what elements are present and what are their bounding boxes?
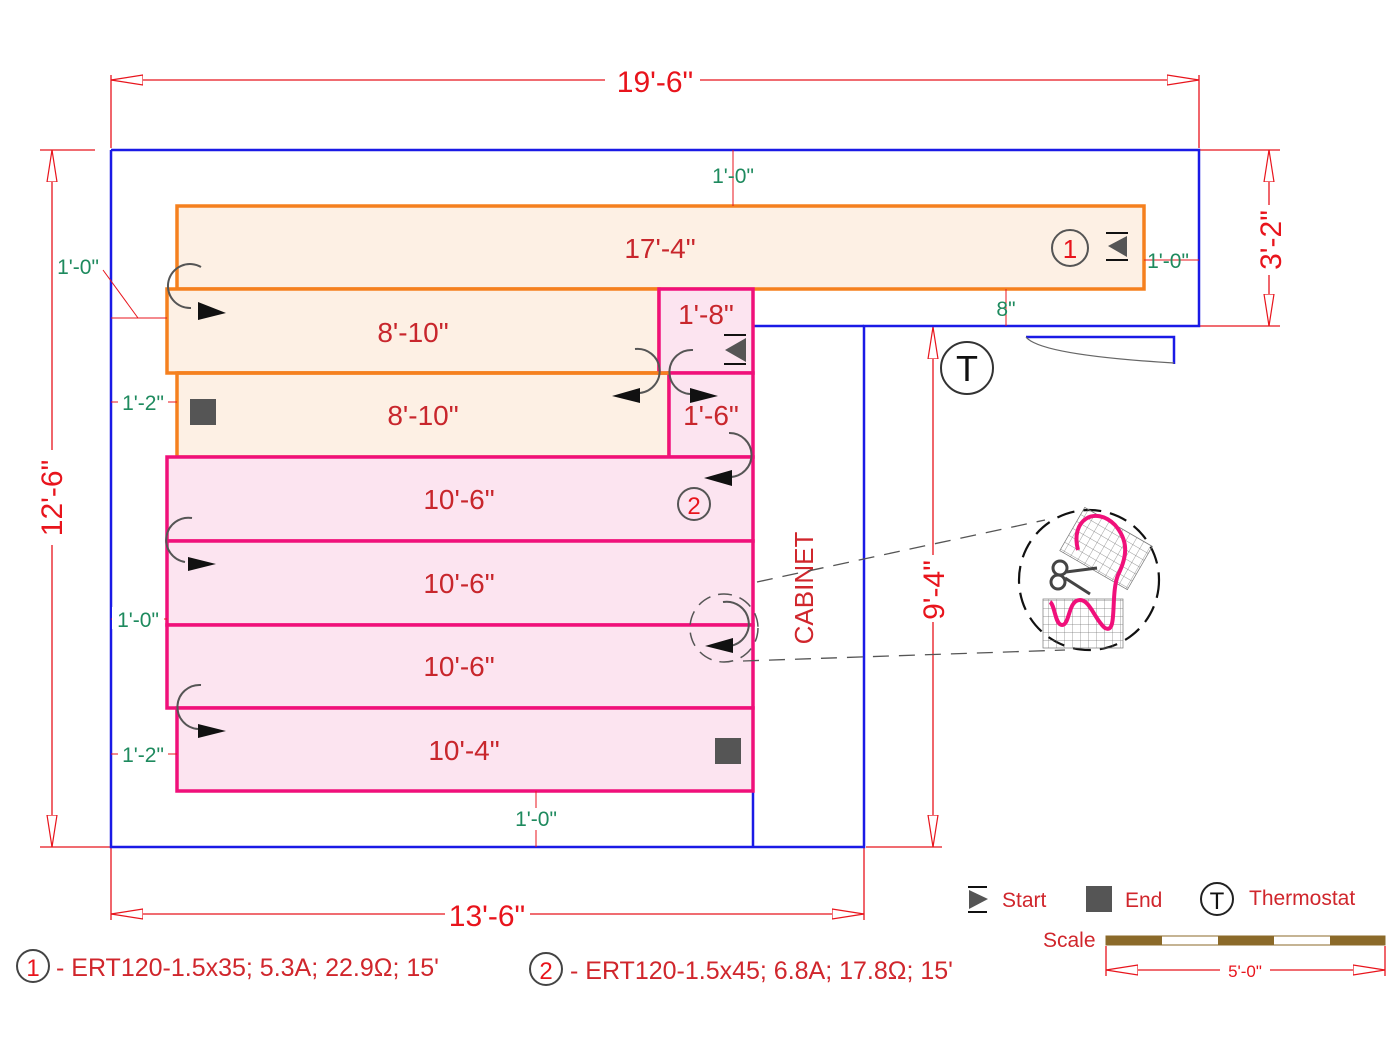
clearance-left-row3: 1'-2" <box>122 392 164 415</box>
start-marker-zone1 <box>1106 232 1128 261</box>
zone2-panel-6-label: 10'-4" <box>428 735 499 766</box>
zone2-panel-2 <box>667 371 755 459</box>
svg-text:1: 1 <box>1063 234 1077 264</box>
clearance-left-bottom: 1'-2" <box>122 744 164 767</box>
clearance-dimensions: 1'-0" 1'-0" 1'-0" 1'-2" 1'-0" 1'-2" 1'-0… <box>57 150 1199 847</box>
legend-end: End <box>1086 886 1162 912</box>
turn-arrow-icon <box>704 431 753 486</box>
scale-label: Scale <box>1043 929 1096 952</box>
spec-zone1: 1 - ERT120-1.5x35; 5.3A; 22.9Ω; 15' <box>16 949 439 983</box>
turn-arrow-icon <box>612 347 661 403</box>
zone2-panel-5-label: 10'-6" <box>423 651 494 682</box>
turn-arrow-icon <box>176 683 226 738</box>
legend-start: Start <box>968 886 1047 913</box>
overall-width-label: 19'-6" <box>617 66 693 99</box>
dimension-overall-width: 19'-6" <box>110 66 1200 148</box>
right-wing-height-label: 3'-2" <box>1255 210 1288 270</box>
cable-turn-arrows <box>165 263 759 738</box>
clearance-wing-bottom: 8" <box>996 298 1015 321</box>
zone2-panel-3 <box>165 455 755 543</box>
bottom-width-label: 13'-6" <box>449 900 525 933</box>
dimension-right-wing-height: 3'-2" <box>1200 149 1288 327</box>
zone2-panel-6 <box>175 706 755 793</box>
dimension-bottom-width: 13'-6" <box>110 848 865 933</box>
clearance-left-upper: 1'-0" <box>57 256 99 279</box>
dimension-overall-height: 12'-6" <box>36 149 110 848</box>
scissors-icon <box>1049 559 1098 596</box>
end-marker-zone2 <box>715 738 741 764</box>
overall-height-label: 12'-6" <box>36 460 69 536</box>
svg-text:1: 1 <box>26 955 39 982</box>
turn-arrow-icon <box>166 263 226 320</box>
start-marker-zone2 <box>724 334 746 365</box>
legend-end-label: End <box>1125 889 1162 912</box>
spec-zone2: 2 - ERT120-1.5x45; 6.8A; 17.8Ω; 15' <box>529 952 953 986</box>
zone1-marker: 1 <box>1051 229 1089 267</box>
zone1-panel-1-label: 17'-4" <box>624 233 695 264</box>
svg-text:T: T <box>1210 888 1225 915</box>
end-marker-zone1 <box>190 399 216 425</box>
clearance-top: 1'-0" <box>712 165 754 188</box>
zone2-panel-1-label: 1'-8" <box>678 299 734 330</box>
zone2-panel-3-label: 10'-6" <box>423 484 494 515</box>
svg-text:2: 2 <box>539 958 552 985</box>
mat-cut-detail-callout <box>742 506 1161 662</box>
clearance-left-middle: 1'-0" <box>117 609 159 632</box>
svg-text:2: 2 <box>687 493 700 520</box>
zone2-marker: 2 <box>677 487 711 521</box>
spec-zone1-text: - ERT120-1.5x35; 5.3A; 22.9Ω; 15' <box>56 954 439 982</box>
turn-arrow-icon <box>165 516 216 571</box>
thermostat-icon: T <box>940 341 994 395</box>
legend-start-label: Start <box>1002 889 1047 912</box>
svg-text:T: T <box>956 348 978 389</box>
dimension-lower-height: 9'-4" <box>866 327 951 848</box>
clearance-bottom: 1'-0" <box>515 808 557 831</box>
turn-arrow-icon <box>668 348 718 403</box>
zone1-panel-2-label: 8'-10" <box>377 317 448 348</box>
clearance-right-top: 1'-0" <box>1147 250 1189 273</box>
scale-bar: Scale 5'-0" <box>1043 929 1386 981</box>
turn-arrow-icon <box>689 593 759 663</box>
scale-value: 5'-0" <box>1228 962 1262 981</box>
legend-thermostat: T Thermostat <box>1200 882 1355 916</box>
zone1-panel-3-label: 8'-10" <box>387 400 458 431</box>
spec-zone2-text: - ERT120-1.5x45; 6.8A; 17.8Ω; 15' <box>570 957 953 985</box>
door <box>1025 335 1176 364</box>
zone2-panel-5 <box>165 623 755 710</box>
zone2-panels: 1'-8" 1'-6" 10'-6" 10'-6" 10'-6" 10'-4" <box>165 287 755 793</box>
zone2-panel-4-label: 10'-6" <box>423 568 494 599</box>
zone1-panels: 17'-4" 8'-10" 8'-10" <box>165 204 1146 459</box>
zone2-panel-2-label: 1'-6" <box>683 400 739 431</box>
legend-thermostat-label: Thermostat <box>1249 887 1355 910</box>
lower-height-label: 9'-4" <box>918 560 951 620</box>
legend: Start End T Thermostat Scale 5'-0" <box>968 882 1386 981</box>
cabinet-label: CABINET <box>789 532 819 645</box>
